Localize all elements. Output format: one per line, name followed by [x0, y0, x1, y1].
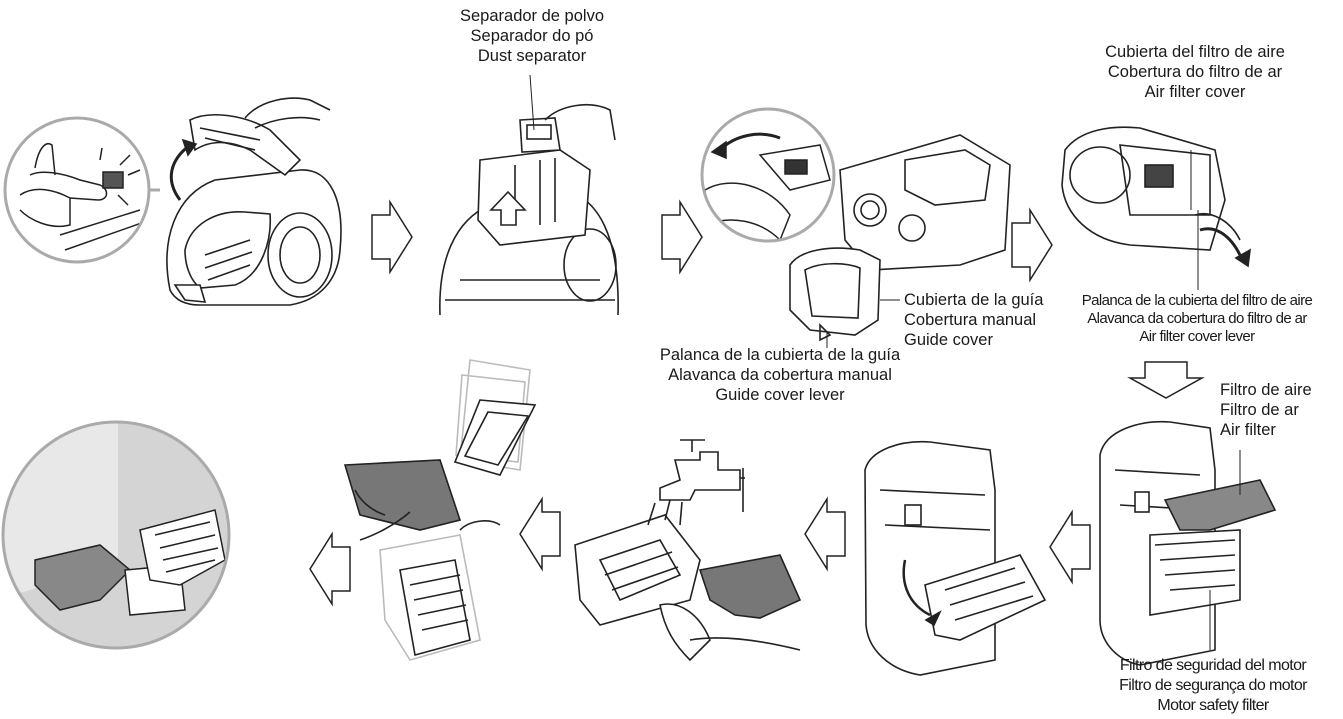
arrow-left-icon [520, 499, 560, 569]
step-5-air-filter [1100, 422, 1275, 665]
arrow-down-icon [1130, 362, 1202, 398]
arrow-right-icon [1012, 210, 1052, 280]
arrow-right-icon [662, 202, 702, 272]
arrow-left-icon [1050, 512, 1090, 582]
step-7-washing [575, 440, 800, 660]
label-air-filter-cover: Cubierta del filtro de aire Cobertura do… [1095, 42, 1295, 102]
label-air-filter: Filtro de aire Filtro de ar Air filter [1220, 380, 1312, 440]
step-9-reassembly [0, 400, 240, 660]
label-guide-cover-lever: Palanca de la cubierta de la guía Alavan… [655, 345, 905, 405]
label-dust-separator: Separador de polvo Separador do pó Dust … [452, 6, 612, 66]
step-8-drying [345, 360, 535, 660]
step-1-open-lid [167, 98, 341, 305]
label-guide-cover: Cubierta de la guía Cobertura manual Gui… [904, 290, 1043, 350]
step-6-remove-motor-filter [865, 442, 1045, 675]
arrow-right-icon [372, 202, 412, 272]
arrow-left-icon [310, 534, 350, 604]
label-motor-safety-filter: Filtro de seguridad del motor Filtro de … [1088, 656, 1338, 716]
step-4-air-filter-cover [1062, 127, 1250, 290]
label-air-filter-cover-lever: Palanca de la cubierta del filtro de air… [1062, 292, 1332, 346]
step-2-remove-separator [440, 75, 618, 315]
arrow-left-icon [805, 499, 845, 569]
